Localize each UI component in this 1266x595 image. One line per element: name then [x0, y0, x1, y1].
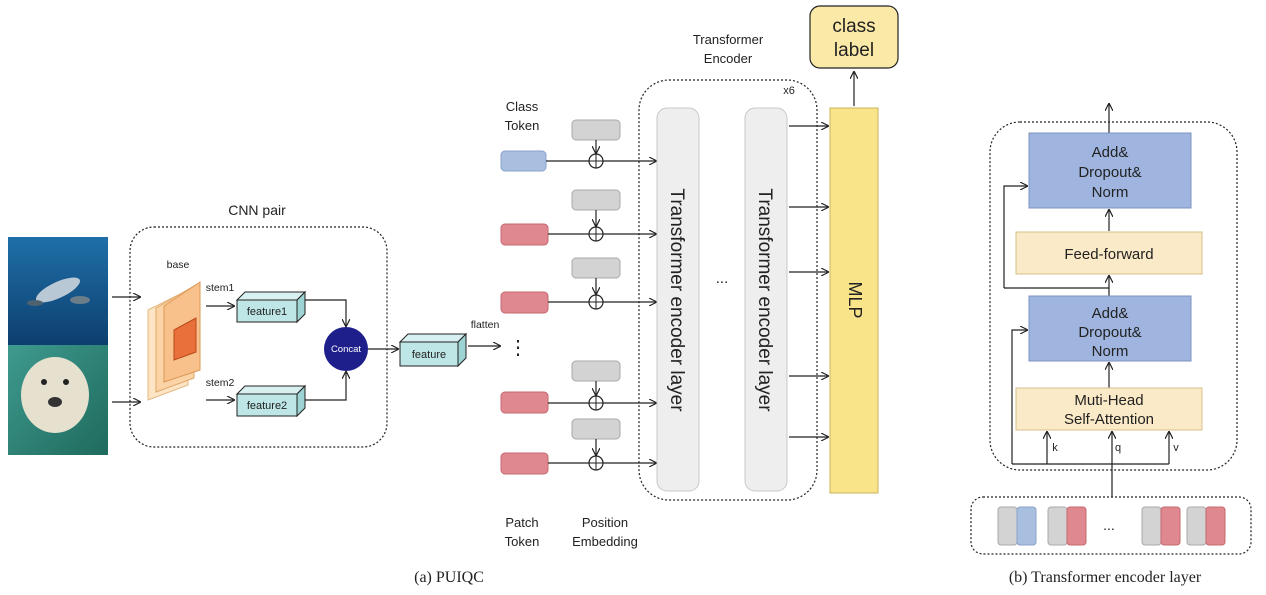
encoder-ellipsis: ... — [716, 270, 729, 287]
addnorm-bottom-block — [1028, 295, 1192, 362]
q-label: q — [1115, 442, 1121, 454]
input-image-polar-bear — [8, 345, 108, 455]
class-token-label-line2: Token — [505, 118, 540, 133]
input-image-dolphins — [8, 237, 108, 345]
class-label-line1: class — [832, 16, 875, 37]
feature-box: feature — [398, 332, 468, 368]
feed-forward-block — [1015, 231, 1203, 275]
sequence-ellipsis: ... — [1103, 517, 1115, 533]
addnorm-top-line3: Norm — [1092, 184, 1129, 201]
flatten-label: flatten — [471, 319, 500, 331]
concat-node — [324, 327, 368, 371]
class-token — [500, 150, 547, 172]
stem1-label: stem1 — [206, 282, 235, 294]
token-sequence-box — [970, 496, 1252, 555]
token-pair-patch-3 — [1186, 506, 1226, 546]
encoder-layer-n-label: Transformer encoder layer — [754, 188, 775, 412]
feature1-label: feature1 — [247, 306, 287, 318]
residual-connection-2 — [1003, 186, 1027, 288]
feature2-label: feature2 — [247, 400, 287, 412]
patch-token-label-line2: Token — [505, 534, 540, 549]
mlp-block — [829, 107, 879, 494]
addnorm-bottom-line1: Add& — [1092, 305, 1129, 322]
mlp-label: MLP — [845, 281, 865, 318]
residual-connection-1 — [1011, 330, 1027, 464]
cnn-pair-box — [129, 226, 388, 448]
feature1-box: feature1 — [235, 290, 307, 324]
patch-token-label-line1: Patch — [505, 515, 538, 530]
token-pair-class — [997, 506, 1037, 546]
addnorm-top-block — [1028, 132, 1192, 209]
position-embedding-label-line1: Position — [582, 515, 628, 530]
encoder-layer-1 — [656, 107, 700, 492]
token-ellipsis: ⋮ — [508, 337, 528, 359]
detail-layer-box — [989, 121, 1238, 471]
cnn-pair-title: CNN pair — [228, 202, 286, 218]
feed-forward-label: Feed-forward — [1064, 246, 1153, 263]
addnorm-bottom-line3: Norm — [1092, 343, 1129, 360]
attention-line1: Muti-Head — [1074, 392, 1143, 409]
feature-label: feature — [412, 349, 446, 361]
position-embedding-row-4 — [548, 360, 656, 411]
attention-line2: Self-Attention — [1064, 411, 1154, 428]
patch-token-1 — [500, 223, 549, 246]
token-pair-patch-1 — [1047, 506, 1087, 546]
encoder-box — [638, 79, 818, 501]
caption-b: (b) Transformer encoder layer — [1009, 569, 1202, 586]
encoder-layer-1-label: Transformer encoder layer — [666, 188, 687, 412]
patch-token-2 — [500, 291, 549, 314]
position-embedding-row-1 — [546, 119, 656, 169]
feature2-box: feature2 — [235, 384, 307, 418]
position-embedding-row-5 — [548, 418, 656, 471]
encoder-layer-n — [744, 107, 788, 492]
patch-token-3 — [500, 391, 549, 414]
class-label-line2: label — [834, 40, 874, 61]
v-label: v — [1173, 442, 1179, 454]
addnorm-top-line2: Dropout& — [1078, 164, 1141, 181]
addnorm-top-line1: Add& — [1092, 144, 1129, 161]
arrow-feature2-to-concat — [305, 372, 346, 401]
attention-block — [1015, 387, 1203, 431]
stem2-label: stem2 — [206, 377, 235, 389]
token-pair-patch-2 — [1141, 506, 1181, 546]
addnorm-bottom-line2: Dropout& — [1078, 324, 1141, 341]
position-embedding-row-2 — [548, 189, 656, 242]
position-embedding-label-line2: Embedding — [572, 534, 638, 549]
arrow-feature1-to-concat — [305, 299, 346, 326]
encoder-to-mlp-arrows — [789, 126, 828, 437]
encoder-title-line2: Encoder — [704, 51, 753, 66]
position-embedding-row-3 — [548, 257, 656, 310]
k-label: k — [1052, 442, 1058, 454]
base-block — [147, 281, 201, 401]
caption-a: (a) PUIQC — [414, 569, 484, 586]
patch-token-4 — [500, 452, 549, 475]
base-label: base — [167, 259, 190, 271]
encoder-title-line1: Transformer — [693, 32, 764, 47]
class-label-box — [809, 5, 899, 69]
encoder-repeat: x6 — [783, 85, 795, 97]
class-token-label-line1: Class — [506, 99, 539, 114]
concat-label: Concat — [331, 344, 361, 355]
